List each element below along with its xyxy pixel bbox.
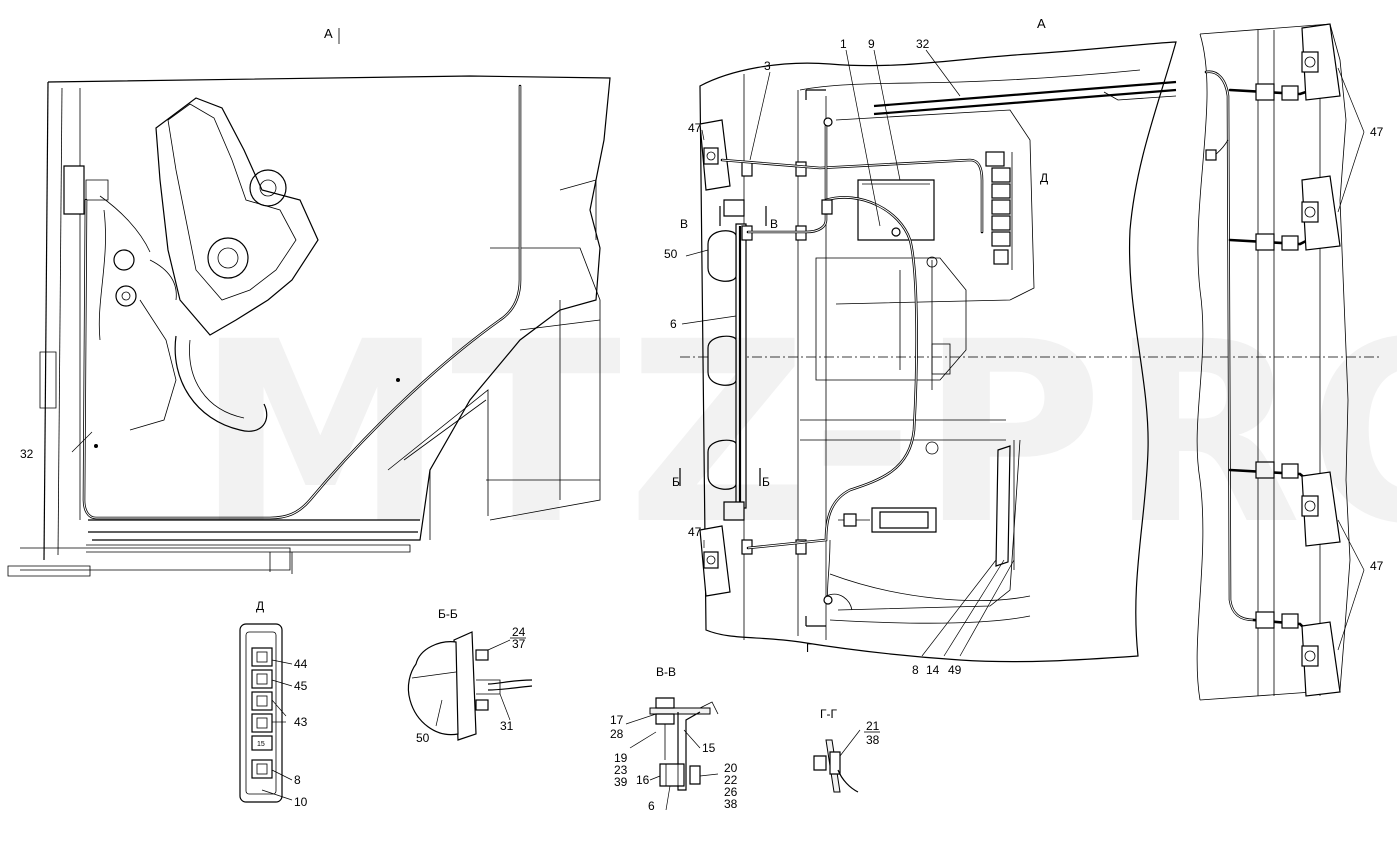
callout-8: 8: [912, 663, 919, 677]
left-view: [7, 75, 611, 577]
callout-16: 16: [636, 773, 650, 787]
callout-24: 24: [512, 625, 526, 639]
callout-vv-38: 38: [724, 797, 738, 811]
callout-d-8: 8: [294, 773, 301, 787]
callout-23: 23: [614, 763, 628, 777]
callout-47-top-left: 47: [688, 121, 702, 135]
mark-b-right: Б: [762, 475, 770, 489]
section-bb: [407, 631, 533, 741]
callout-bb-50: 50: [416, 731, 430, 745]
mark-g: Г: [806, 641, 813, 655]
callout-50: 50: [664, 247, 678, 261]
callout-26: 26: [724, 785, 738, 799]
mark-v-right: В: [770, 217, 778, 231]
callout-47-right-top: 47: [1370, 125, 1384, 139]
callout-6: 6: [670, 317, 677, 331]
callout-14: 14: [926, 663, 940, 677]
right-panel: [1196, 23, 1351, 701]
relay-block: [985, 151, 1013, 270]
mark-v-left: В: [680, 217, 688, 231]
callout-9: 9: [868, 37, 875, 51]
callout-1: 1: [840, 37, 847, 51]
callout-main-32: 32: [916, 37, 930, 51]
callout-43: 43: [294, 715, 308, 729]
callout-44: 44: [294, 657, 308, 671]
leader-lines: [71, 49, 1365, 811]
section-vv: [649, 697, 719, 791]
callout-15: 15: [702, 741, 716, 755]
callout-10: 10: [294, 795, 308, 809]
callout-31: 31: [500, 719, 514, 733]
callout-45: 45: [294, 679, 308, 693]
callout-28: 28: [610, 727, 624, 741]
callout-left-32: 32: [20, 447, 34, 461]
labels: А А 32 3 1 9 32 47 50 6 47 8 14 49 47 47…: [20, 16, 1384, 813]
callout-vv-6: 6: [648, 799, 655, 813]
detail-d: [239, 623, 283, 803]
section-vv-title: В-В: [656, 665, 676, 679]
callout-gg-38: 38: [866, 733, 880, 747]
callout-17: 17: [610, 713, 624, 727]
callout-21: 21: [866, 719, 880, 733]
detail-d-title: Д: [256, 599, 264, 613]
mark-d: Д: [1040, 171, 1048, 185]
callout-47-bottom-left: 47: [688, 525, 702, 539]
callout-20: 20: [724, 761, 738, 775]
callout-47-right-bottom: 47: [1370, 559, 1384, 573]
callout-39: 39: [614, 775, 628, 789]
left-view-title: А: [324, 26, 333, 41]
callout-37: 37: [512, 637, 526, 651]
section-gg-title: Г-Г: [820, 707, 837, 721]
callout-3: 3: [764, 59, 771, 73]
mark-b-left: Б: [672, 475, 680, 489]
callout-22: 22: [724, 773, 738, 787]
main-view-title: А: [1037, 16, 1046, 31]
callout-49: 49: [948, 663, 962, 677]
callout-19: 19: [614, 751, 628, 765]
switch-label-15: 15: [257, 741, 265, 748]
watermark-text: MTZ-PRO: [196, 288, 1397, 579]
section-bb-title: Б-Б: [438, 607, 458, 621]
main-view: [679, 41, 1380, 663]
section-gg: [813, 739, 859, 793]
